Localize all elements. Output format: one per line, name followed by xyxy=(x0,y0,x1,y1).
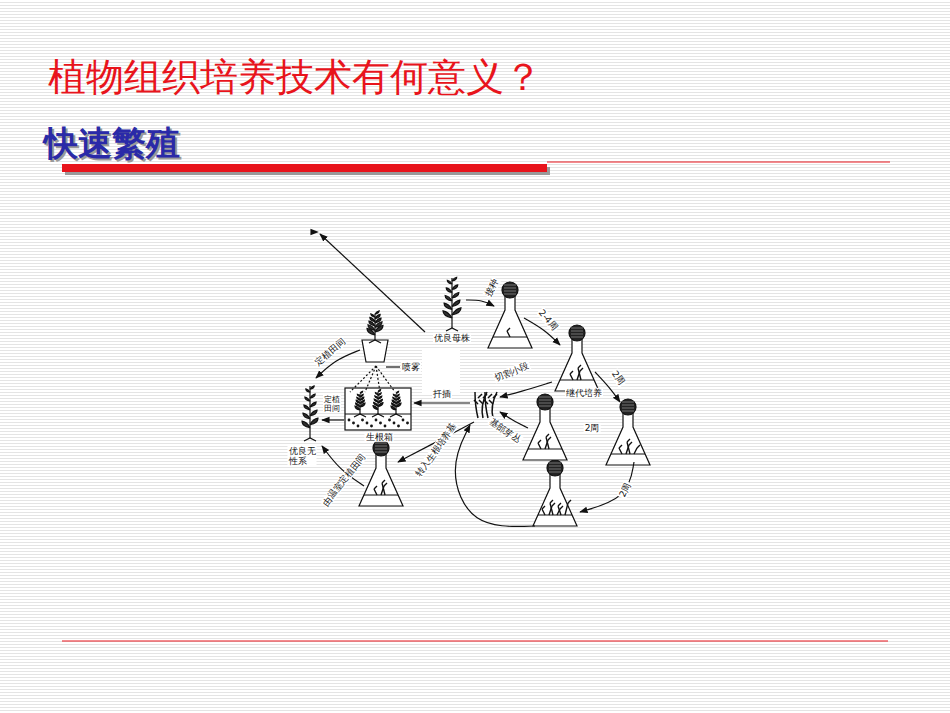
section-heading: 快速繁殖 xyxy=(44,124,180,163)
culture-cycle xyxy=(302,232,650,526)
spray-lines xyxy=(350,366,395,392)
rooting-box xyxy=(345,388,411,430)
step-label: 2周 xyxy=(584,423,601,433)
step-label: 2周 xyxy=(617,480,633,500)
leader-line xyxy=(386,366,400,367)
step-label: 扦插 xyxy=(432,389,452,399)
step-label: 生根箱 xyxy=(365,432,394,442)
long-arrow xyxy=(320,234,425,332)
step-label: 2-4周 xyxy=(536,307,560,333)
step-label: 切割小段 xyxy=(492,360,531,384)
plant xyxy=(372,390,384,417)
flow-arrow xyxy=(455,425,535,526)
flow-arrow xyxy=(580,462,634,512)
culture-flask xyxy=(523,394,567,460)
culture-flask xyxy=(359,440,403,506)
culture-flask xyxy=(533,460,577,526)
step-label: 优良母株 xyxy=(433,333,471,343)
pot xyxy=(362,340,388,362)
plant xyxy=(367,311,383,343)
slide-title: 植物组织培养技术有何意义？ xyxy=(48,52,542,103)
culture-flask xyxy=(555,325,599,391)
step-label: 基部芽丛 xyxy=(486,416,523,446)
step-label: 优良无性系 xyxy=(288,446,317,467)
underline-bar xyxy=(62,164,547,172)
step-label: 由温室定植田间 xyxy=(320,451,368,509)
step-label: 2周 xyxy=(609,368,627,388)
flow-arrow xyxy=(322,419,344,420)
flow-arrow xyxy=(414,402,470,403)
footer-line xyxy=(62,641,888,642)
step-label: 定植田间 xyxy=(323,395,341,413)
step-label: 定植田间 xyxy=(312,336,348,368)
plant xyxy=(302,386,318,441)
plant xyxy=(390,391,402,417)
plant xyxy=(443,277,461,331)
flow-arrow xyxy=(500,382,552,397)
mask-patch xyxy=(422,348,460,393)
culture-flask xyxy=(606,399,650,465)
step-label: 继代培养 xyxy=(565,388,603,398)
underline-line xyxy=(547,162,890,163)
plant xyxy=(354,391,366,417)
flow-arrow xyxy=(466,300,494,306)
shoot-clump xyxy=(474,392,497,418)
step-label: 接种 xyxy=(483,277,502,299)
step-label: 喷雾 xyxy=(401,362,421,372)
